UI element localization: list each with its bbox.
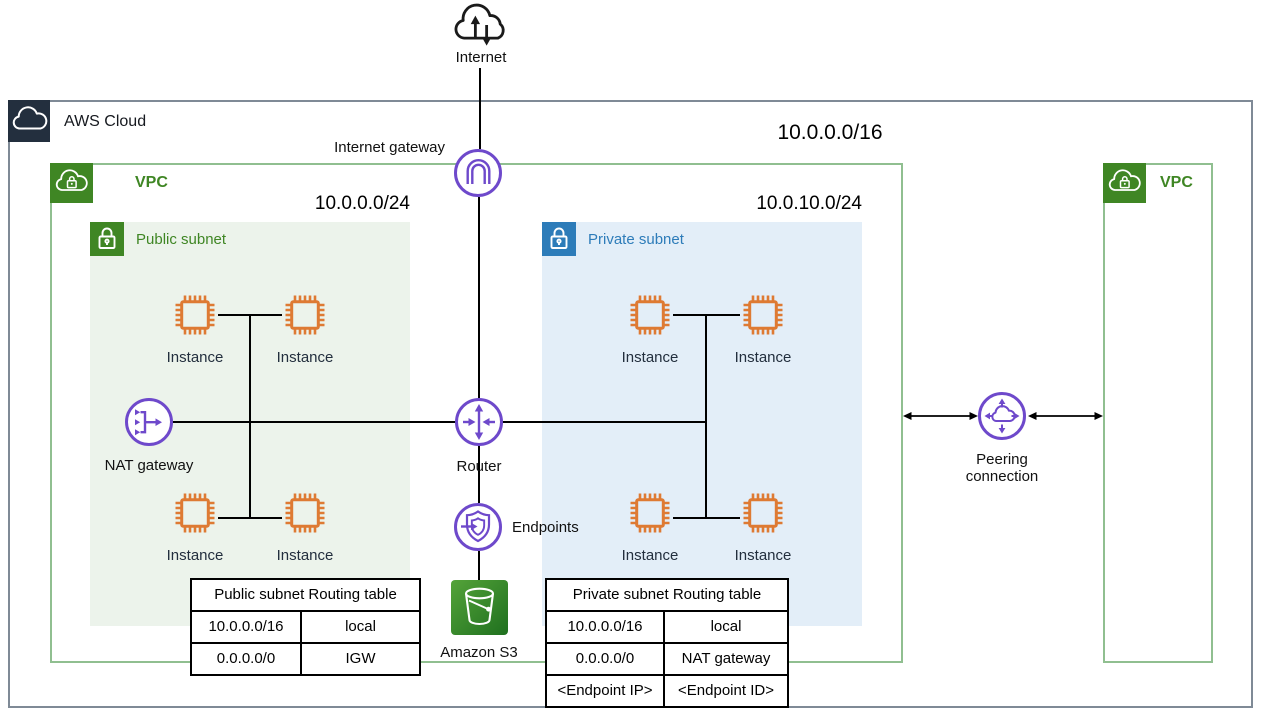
instance-label: Instance [734, 547, 792, 564]
instance-chip-icon [627, 490, 673, 536]
table-row: <Endpoint IP> <Endpoint ID> [547, 674, 787, 706]
endpoints-label: Endpoints [512, 519, 579, 536]
internet-gateway-arch-icon [454, 149, 502, 197]
internet-gateway-label: Internet gateway [334, 139, 445, 156]
connector-router-endpoints [478, 446, 480, 503]
instance-label: Instance [621, 547, 679, 564]
vpc-cloud-lock-icon [50, 163, 93, 203]
table-row: 0.0.0.0/0 IGW [192, 642, 419, 674]
connector-igw-router [478, 197, 480, 398]
instance-label: Instance [621, 349, 679, 366]
connector-endpoints-s3 [478, 551, 480, 580]
instance-label: Instance [734, 349, 792, 366]
instance-chip-icon [627, 292, 673, 338]
peering-connection-icon [978, 392, 1026, 440]
vpc-label-right: VPC [1160, 174, 1193, 191]
subnet-lock-icon [90, 222, 124, 256]
public-subnet-cidr-label: 10.0.0.0/24 [314, 193, 410, 214]
connector-public-vertical [249, 314, 251, 519]
internet-cloud-arrows-icon [451, 2, 511, 48]
route-target: IGW [345, 650, 376, 667]
peering-arrow-left [903, 409, 978, 427]
vpc-cidr-label: 10.0.0.0/16 [777, 121, 883, 144]
peering-arrow-right [1028, 409, 1103, 427]
route-destination: 10.0.0.0/16 [547, 612, 665, 642]
route-destination: 10.0.0.0/16 [192, 612, 302, 642]
peering-label-line2: connection [965, 468, 1039, 485]
route-target: local [345, 618, 376, 635]
peering-label-line1: Peering [976, 451, 1028, 468]
public-routing-table: Public subnet Routing table 10.0.0.0/16 … [190, 578, 421, 676]
amazon-s3-label: Amazon S3 [440, 644, 518, 661]
instance-chip-icon [172, 490, 218, 536]
public-routing-table-title: Public subnet Routing table [192, 580, 419, 612]
connector-private-row2 [673, 517, 740, 519]
private-subnet-cidr-label: 10.0.10.0/24 [756, 193, 862, 214]
private-subnet-label: Private subnet [588, 231, 684, 248]
s3-bucket-icon [451, 580, 508, 635]
route-target: NAT gateway [681, 650, 771, 667]
route-destination: <Endpoint IP> [547, 676, 665, 706]
peering-connection-label: Peering connection [932, 451, 1072, 485]
instance-label: Instance [166, 349, 224, 366]
connector-private-vertical [705, 314, 707, 519]
route-target: local [710, 618, 742, 635]
route-target: <Endpoint ID> [678, 682, 774, 699]
route-destination: 0.0.0.0/0 [192, 644, 302, 674]
instance-chip-icon [740, 490, 786, 536]
connector-router-private [502, 421, 706, 423]
instance-label: Instance [166, 547, 224, 564]
nat-gateway-icon [125, 398, 173, 446]
route-destination: 0.0.0.0/0 [547, 644, 665, 674]
router-label: Router [456, 458, 502, 475]
connector-internet-igw [479, 68, 481, 149]
aws-cloud-icon [8, 100, 50, 142]
table-row: 0.0.0.0/0 NAT gateway [547, 642, 787, 674]
subnet-lock-icon [542, 222, 576, 256]
private-routing-table-title: Private subnet Routing table [547, 580, 787, 612]
table-row: 10.0.0.0/16 local [547, 612, 787, 642]
vpc-label-main: VPC [135, 174, 168, 191]
instance-chip-icon [172, 292, 218, 338]
private-routing-table: Private subnet Routing table 10.0.0.0/16… [545, 578, 789, 708]
connector-nat-router [172, 421, 456, 423]
router-icon [455, 398, 503, 446]
aws-cloud-label: AWS Cloud [64, 113, 147, 130]
private-subnet-box [542, 222, 862, 626]
connector-public-row2 [218, 517, 282, 519]
instance-chip-icon [740, 292, 786, 338]
internet-label: Internet [455, 49, 507, 66]
nat-gateway-label: NAT gateway [104, 457, 194, 474]
vpc-box-right [1103, 163, 1213, 663]
table-row: 10.0.0.0/16 local [192, 612, 419, 642]
vpc-cloud-lock-icon [1103, 163, 1146, 203]
instance-chip-icon [282, 490, 328, 536]
instance-label: Instance [276, 547, 334, 564]
endpoints-shield-icon [454, 503, 502, 551]
instance-label: Instance [276, 349, 334, 366]
instance-chip-icon [282, 292, 328, 338]
public-subnet-label: Public subnet [136, 231, 227, 248]
